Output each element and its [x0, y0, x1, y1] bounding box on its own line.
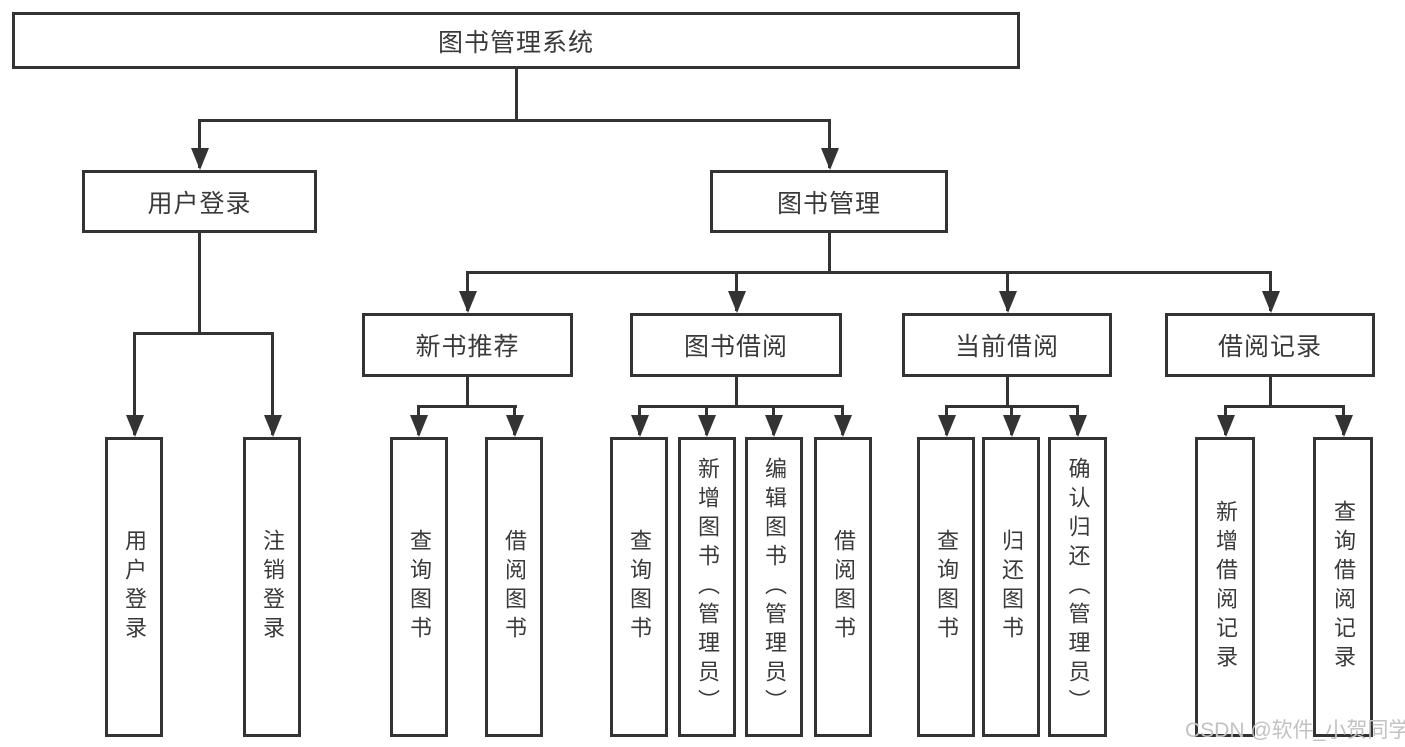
arrowhead-down-icon — [410, 415, 428, 437]
leaf-borrow-books: 借阅图书 — [814, 437, 872, 737]
connector-line — [198, 119, 830, 122]
connector-line — [1006, 377, 1009, 408]
leaf-edit-book-admin-label: 编辑图书（管理员） — [762, 456, 787, 718]
arrowhead-down-icon — [999, 291, 1017, 313]
node-user-login: 用户登录 — [82, 170, 317, 233]
leaf-user-login-label: 用户登录 — [122, 529, 147, 645]
leaf-user-login: 用户登录 — [105, 437, 163, 737]
connector-line — [828, 119, 831, 168]
connector-line — [1224, 405, 1344, 408]
arrowhead-down-icon — [126, 415, 144, 437]
leaf-query-books-recommend-label: 查询图书 — [407, 529, 432, 645]
leaf-return-book: 归还图书 — [982, 437, 1040, 737]
connector-line — [417, 405, 517, 408]
connector-line — [638, 405, 843, 408]
leaf-add-borrow-record-label: 新增借阅记录 — [1213, 500, 1238, 674]
leaf-add-book-admin: 新增图书（管理员） — [678, 437, 736, 737]
connector-line — [133, 332, 274, 335]
leaf-logout-label: 注销登录 — [260, 529, 285, 645]
leaf-borrow-books-recommend: 借阅图书 — [485, 437, 543, 737]
leaf-return-book-label: 归还图书 — [999, 529, 1024, 645]
leaf-borrow-books-recommend-label: 借阅图书 — [502, 529, 527, 645]
arrowhead-down-icon — [1003, 415, 1021, 437]
arrowhead-down-icon — [1335, 415, 1353, 437]
connector-line — [271, 332, 274, 435]
arrowhead-down-icon — [1069, 415, 1087, 437]
node-current-borrow-label: 当前借阅 — [954, 333, 1059, 361]
connector-line — [133, 332, 136, 435]
node-new-book-recommend-label: 新书推荐 — [415, 333, 520, 361]
arrowhead-down-icon — [191, 148, 209, 170]
node-book-borrow: 图书借阅 — [630, 313, 842, 377]
arrowhead-down-icon — [459, 291, 477, 313]
leaf-query-books-recommend: 查询图书 — [390, 437, 448, 737]
connector-line — [198, 233, 201, 335]
arrowhead-down-icon — [728, 291, 746, 313]
connector-line — [466, 271, 1271, 274]
node-root-label: 图书管理系统 — [437, 28, 594, 57]
node-user-login-label: 用户登录 — [147, 189, 252, 218]
leaf-confirm-return-admin: 确认归还（管理员） — [1048, 437, 1107, 737]
arrowhead-down-icon — [765, 415, 783, 437]
leaf-edit-book-admin: 编辑图书（管理员） — [745, 437, 803, 737]
watermark: CSDN @软件_小贺同学 — [1185, 719, 1405, 742]
node-new-book-recommend: 新书推荐 — [362, 313, 573, 377]
leaf-query-books-borrow-label: 查询图书 — [627, 529, 652, 645]
arrowhead-down-icon — [1262, 291, 1280, 313]
leaf-query-books-borrow: 查询图书 — [610, 437, 668, 737]
connector-line — [828, 233, 831, 274]
leaf-query-borrow-record-label: 查询借阅记录 — [1331, 500, 1356, 674]
connector-line — [1269, 377, 1272, 408]
node-current-borrow: 当前借阅 — [902, 313, 1112, 377]
arrowhead-down-icon — [264, 415, 282, 437]
node-borrow-records: 借阅记录 — [1165, 313, 1375, 377]
arrowhead-down-icon — [821, 148, 839, 170]
node-borrow-records-label: 借阅记录 — [1217, 333, 1322, 361]
leaf-add-borrow-record: 新增借阅记录 — [1195, 437, 1255, 737]
arrowhead-down-icon — [698, 415, 716, 437]
leaf-query-books-current-label: 查询图书 — [934, 529, 959, 645]
leaf-query-books-current: 查询图书 — [917, 437, 975, 737]
node-book-borrow-label: 图书借阅 — [683, 333, 788, 361]
leaf-borrow-books-label: 借阅图书 — [831, 529, 856, 645]
arrowhead-down-icon — [834, 415, 852, 437]
leaf-query-borrow-record: 查询借阅记录 — [1313, 437, 1373, 737]
connector-line — [515, 69, 518, 122]
node-book-management-label: 图书管理 — [776, 189, 881, 218]
arrowhead-down-icon — [938, 415, 956, 437]
connector-line — [466, 377, 469, 408]
arrowhead-down-icon — [506, 415, 524, 437]
arrowhead-down-icon — [631, 415, 649, 437]
leaf-logout: 注销登录 — [243, 437, 301, 737]
connector-line — [198, 119, 201, 168]
arrowhead-down-icon — [1217, 415, 1235, 437]
node-book-management: 图书管理 — [710, 170, 948, 233]
leaf-confirm-return-admin-label: 确认归还（管理员） — [1065, 456, 1091, 718]
node-root: 图书管理系统 — [12, 12, 1020, 69]
connector-line — [735, 377, 738, 408]
leaf-add-book-admin-label: 新增图书（管理员） — [695, 456, 720, 718]
